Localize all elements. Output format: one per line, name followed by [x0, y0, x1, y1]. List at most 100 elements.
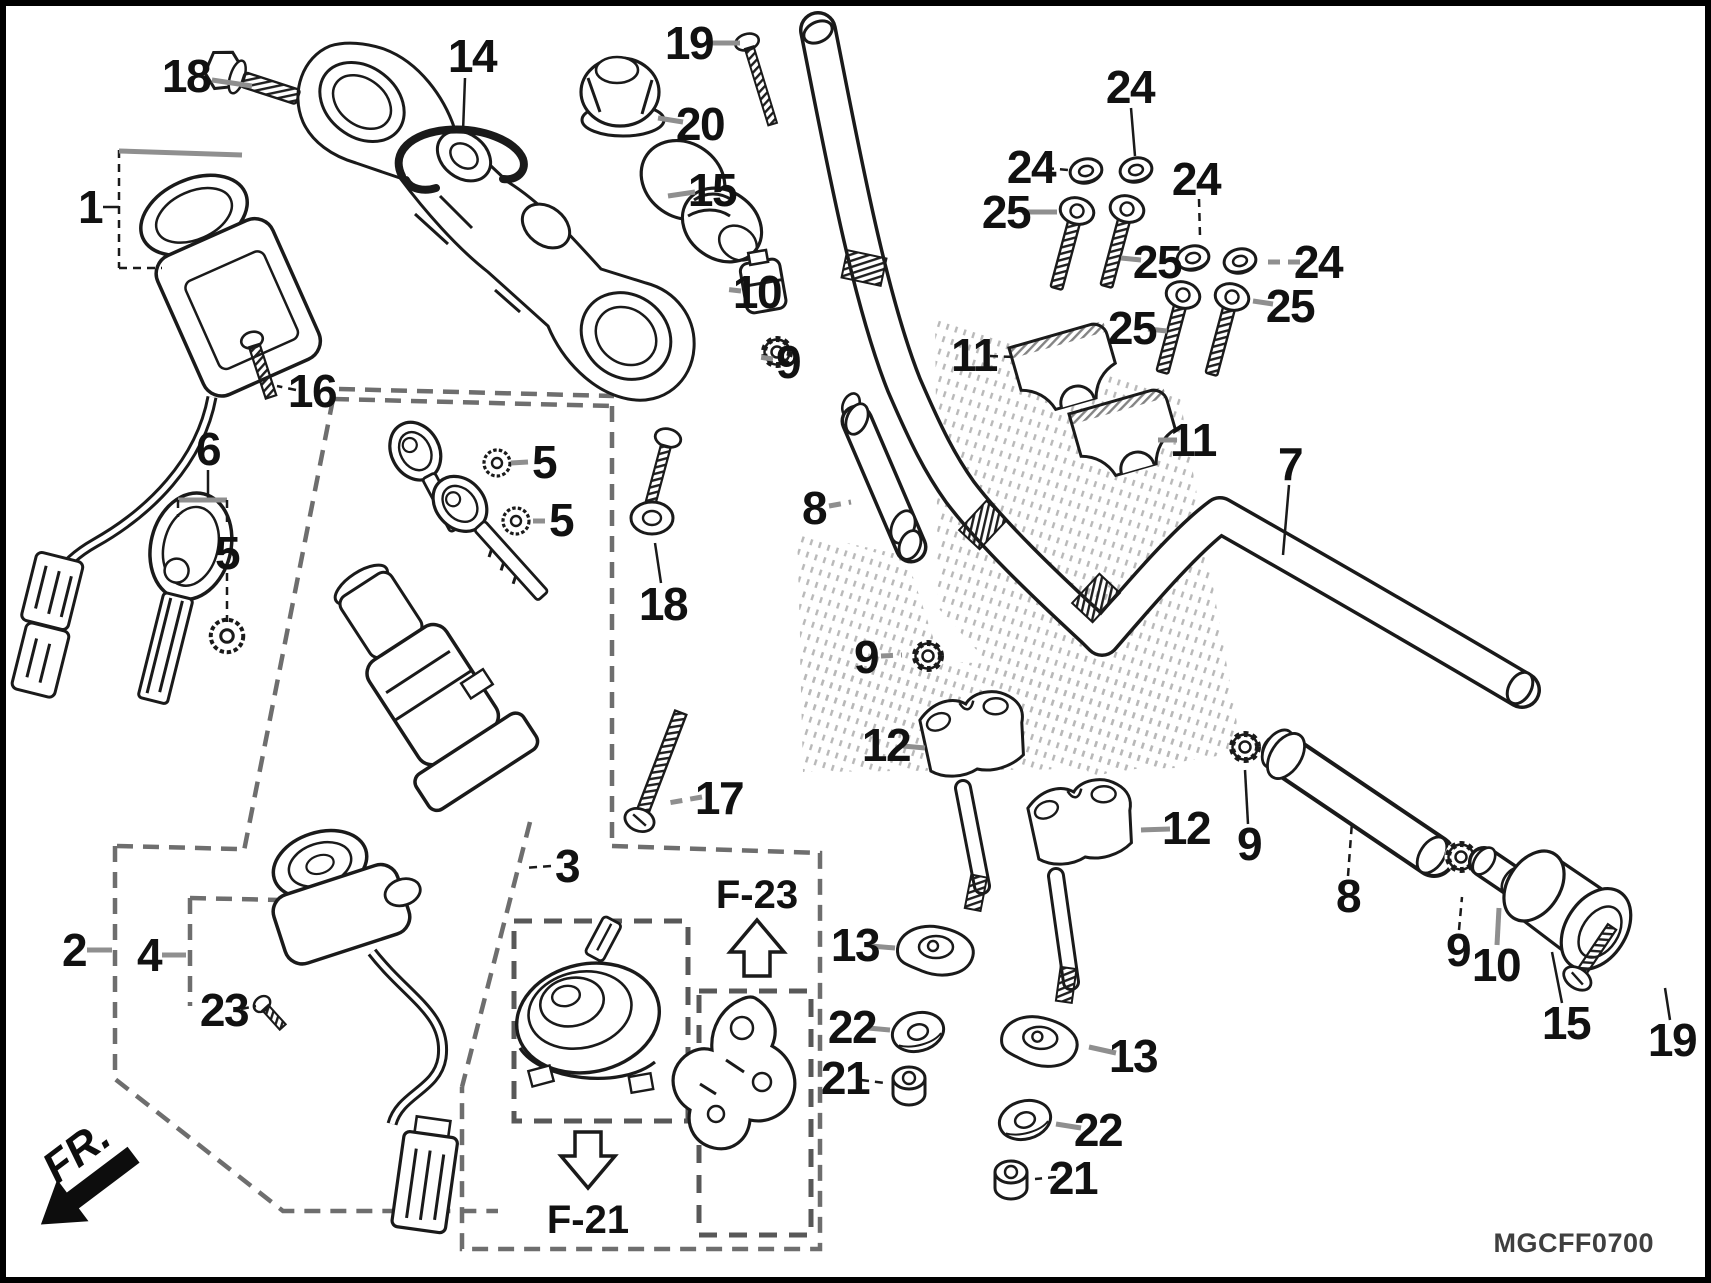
part-callout-13: 13: [1109, 1030, 1157, 1082]
part-callout-21: 21: [1049, 1152, 1098, 1204]
part-callout-11: 11: [1170, 414, 1217, 466]
nut-21a-drawing: [891, 1065, 927, 1107]
diagram-code: MGCFF0700: [1493, 1228, 1654, 1258]
inset-ref-f21: F-21: [547, 1198, 629, 1242]
joint-10-left-drawing: [738, 248, 788, 315]
handlebar-pipe-drawing: [799, 11, 1541, 709]
leader-line-3: [523, 864, 552, 870]
ignition-switch-body-drawing: [333, 563, 540, 813]
leader-line-13: [1088, 1044, 1117, 1056]
leader-line-20: [657, 115, 684, 125]
leader-line-12: [902, 743, 926, 751]
part-callout-18: 18: [639, 578, 688, 630]
part-callout-24: 24: [1294, 236, 1344, 288]
part-callout-12: 12: [1162, 802, 1210, 854]
part-callout-1: 1: [78, 181, 103, 233]
leader-line-22: [1055, 1121, 1082, 1131]
part-callout-17: 17: [695, 772, 743, 824]
leader-line-25: [1120, 255, 1142, 263]
washer-5b-drawing: [501, 506, 531, 536]
part-callout-13: 13: [831, 919, 879, 971]
part-callout-9: 9: [1237, 818, 1261, 870]
washer-plate-13b-drawing: [998, 1013, 1081, 1070]
part-callout-19: 19: [1648, 1014, 1696, 1066]
leader-line-7: [1281, 484, 1291, 556]
leader-line-17: [667, 794, 703, 806]
grip-end-15-left-drawing: [639, 138, 764, 264]
lock-bracket-drawing: [671, 995, 797, 1151]
leader-line-5: [510, 459, 529, 466]
part-callout-15: 15: [1542, 997, 1591, 1049]
leader-line-9: [758, 354, 774, 362]
part-callout-25: 25: [1108, 302, 1157, 354]
bolt-18-mid-drawing: [629, 427, 683, 536]
leader-line-13: [870, 943, 896, 951]
holder-lower-12b-drawing: [1023, 772, 1141, 1004]
part-callout-8: 8: [802, 482, 827, 534]
leader-line-18: [211, 77, 253, 89]
inset-box-f21: [511, 918, 691, 1124]
switch-connector-drawing: [390, 1114, 459, 1235]
leader-line-24: [1197, 198, 1202, 237]
holder-lower-12a-drawing: [915, 684, 1033, 913]
part-callout-7: 7: [1278, 438, 1302, 490]
leader-line-15: [667, 189, 696, 199]
leader-line-9: [1243, 769, 1250, 825]
leader-line-25: [1252, 298, 1274, 307]
part-callout-22: 22: [828, 1001, 876, 1053]
part-callout-5: 5: [215, 527, 240, 579]
part-callout-18: 18: [162, 50, 211, 102]
leader-lines-layer: [87, 40, 1672, 1181]
washer-22a-drawing: [886, 1005, 950, 1059]
leader-line-9: [1457, 896, 1464, 931]
leader-line-12: [1140, 826, 1171, 833]
weight-pipe-8-right-drawing: [1260, 728, 1456, 878]
leader-line-21: [1034, 1175, 1057, 1181]
arrow-down-f21-icon: [557, 1130, 619, 1191]
screw-19-left-drawing: [733, 32, 779, 127]
washer-plate-13a-drawing: [895, 924, 975, 977]
part-callout-25: 25: [982, 186, 1031, 238]
weight-pipe-8-left-drawing: [840, 392, 928, 564]
washer-22b-drawing: [993, 1093, 1057, 1147]
part-callout-4: 4: [137, 929, 163, 981]
part-callout-6: 6: [196, 423, 220, 475]
dashed-enclosures: [112, 386, 823, 1252]
part-callout-25: 25: [1133, 236, 1182, 288]
part-callout-24: 24: [1106, 61, 1156, 113]
screw-19-right-drawing: [1562, 922, 1618, 992]
part-callout-25: 25: [1266, 280, 1315, 332]
part-callout-3: 3: [555, 840, 579, 892]
part-callout-14: 14: [448, 30, 498, 82]
leader-line-16: [276, 384, 297, 392]
leader-line-24: [1129, 107, 1137, 157]
key-blank-drawing: [137, 491, 234, 705]
grip-end-15-right-drawing: [1502, 849, 1633, 971]
part-callout-12: 12: [862, 719, 910, 771]
part-callout-9: 9: [776, 336, 800, 388]
part-callout-23: 23: [200, 984, 248, 1036]
leader-line-19: [1663, 987, 1672, 1021]
part-callout-5: 5: [549, 494, 574, 546]
part-callout-8: 8: [1336, 870, 1361, 922]
washer-5a-drawing: [482, 448, 512, 478]
arrow-up-f23-icon: [726, 917, 788, 978]
part-callout-2: 2: [62, 924, 86, 976]
part-callout-19: 19: [665, 17, 713, 69]
leader-line-1: [118, 148, 243, 158]
fr-arrow-icon: [40, 1146, 140, 1225]
part-callout-21: 21: [821, 1052, 870, 1104]
immobilizer-unit-drawing: [10, 173, 323, 699]
leader-line-24: [1045, 166, 1069, 172]
leader-line-11: [989, 354, 1015, 359]
wire-connector-drawing: [10, 551, 85, 699]
part-callout-16: 16: [288, 365, 336, 417]
part-callout-10: 10: [1472, 939, 1520, 991]
leader-line-10: [1494, 907, 1502, 946]
leader-line-15: [1550, 951, 1564, 1004]
snap-ring-drawing: [394, 125, 528, 194]
inset-ref-f23: F-23: [716, 873, 798, 917]
